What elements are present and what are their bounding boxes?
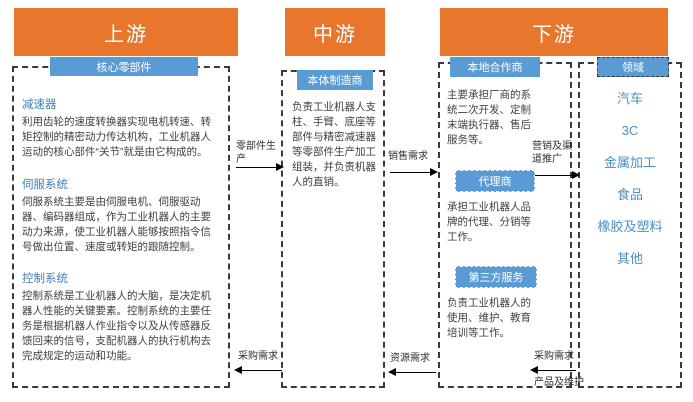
agent-description: 承担工业机器人品牌的代理、分销等工作。 [447, 201, 531, 243]
upstream-block-body: 控制系统是工业机器人的大脑，是决定机器人性能的关键要素。控制系统的主要任务是根据… [22, 290, 211, 362]
midstream-description: 负责工业机器人支柱、手臂、底座等部件与精密减速器等零部件生产加工组装，并负责机器… [292, 101, 376, 188]
field-item: 其他 [616, 251, 643, 266]
arrow-label-marketing-channel: 营销及渠道推广 [532, 141, 572, 165]
arrow-label-sales-demand: 销售需求 [388, 151, 428, 162]
upstream-block-servo: 伺服系统 伺服系统主要是由伺服电机、伺服驱动器、编码器组成，作为工业机器人的主要… [22, 178, 218, 255]
arrow-left-icon [530, 366, 538, 374]
chip-core-parts: 核心零部件 [50, 57, 198, 76]
banner-midstream: 中游 [285, 8, 385, 56]
arrow-marketing-channel-line [534, 175, 576, 176]
field-item: 食品 [616, 187, 643, 202]
upstream-block-title: 伺服系统 [22, 179, 68, 191]
third-party-description: 负责工业机器人的使用、维护、教育培训等工作。 [447, 297, 531, 339]
field-item: 橡胶及塑料 [597, 219, 663, 234]
arrow-left-icon [388, 368, 396, 376]
upstream-block-reducer: 减速器 利用齿轮的速度转换器实现电机转速、转矩控制的精密动力传达机构，工业机器人… [22, 98, 218, 160]
upstream-block-body: 伺服系统主要是由伺服电机、伺服驱动器、编码器组成，作为工业机器人的主要动力来源，… [22, 196, 211, 253]
arrow-right-icon [430, 168, 438, 176]
field-list: 汽车 3C 金属加工 食品 橡胶及塑料 其他 [580, 90, 680, 282]
chip-local-partner: 本地合作商 [450, 57, 540, 77]
arrow-right-icon [276, 163, 284, 171]
arrow-parts-production-line [236, 167, 280, 168]
upstream-block-control: 控制系统 控制系统是工业机器人的大脑，是决定机器人性能的关键要素。控制系统的主要… [22, 272, 218, 364]
field-item: 金属加工 [603, 155, 656, 170]
arrow-label-products-maintenance: 产品及维护 [534, 377, 584, 388]
banner-downstream: 下游 [440, 8, 668, 56]
banner-upstream: 上游 [14, 8, 238, 56]
upstream-block-body: 利用齿轮的速度转换器实现电机转速、转矩控制的精密动力传达机构，工业机器人运动的核… [22, 116, 211, 158]
arrow-label-resource-demand: 资源需求 [390, 353, 430, 364]
field-item: 汽车 [616, 91, 643, 106]
arrow-label-procurement-demand-down: 采购需求 [534, 351, 574, 362]
chip-third-party: 第三方服务 [455, 266, 537, 288]
chip-body-manufacturer: 本体制造商 [297, 70, 373, 90]
upstream-block-title: 减速器 [22, 99, 57, 111]
field-item: 3C [621, 123, 639, 138]
upstream-block-title: 控制系统 [22, 273, 68, 285]
arrow-label-parts-production: 零部件生产 [236, 141, 276, 165]
arrow-sales-demand-line [390, 172, 434, 173]
arrow-procurement-demand-down-line [534, 370, 576, 371]
arrow-left-icon [234, 366, 242, 374]
local-partner-description: 主要承担厂商的系统二次开发、定制末端执行器、售后服务等。 [447, 89, 531, 146]
arrow-procurement-demand-up-line [238, 370, 282, 371]
arrow-label-procurement-demand-up: 采购需求 [238, 351, 278, 362]
arrow-resource-demand-line [392, 372, 436, 373]
arrow-right-icon [572, 171, 580, 179]
chip-field: 领域 [597, 57, 669, 77]
chip-agent: 代理商 [455, 170, 535, 192]
